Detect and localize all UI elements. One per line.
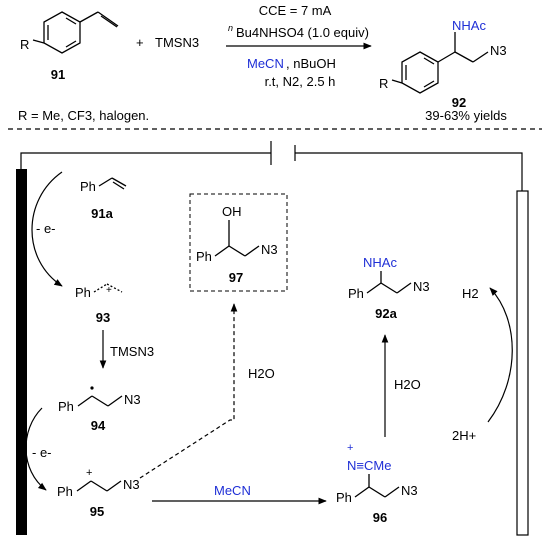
product-R: R <box>379 76 388 91</box>
arrow-oxidation-1 <box>31 171 63 287</box>
ph-94: Ph <box>58 399 74 414</box>
compound-91-structure <box>32 11 119 54</box>
arrow-reduction <box>487 287 513 423</box>
label-95: 95 <box>90 504 104 519</box>
compound-92-structure <box>391 32 489 94</box>
substituent-R: R <box>20 37 29 52</box>
h2o-right: H2O <box>394 377 421 392</box>
ph-91a: Ph <box>80 179 96 194</box>
compound-97: OH Ph N3 97 <box>196 204 278 285</box>
nitrilium-96: N≡CMe <box>347 458 391 473</box>
electrolysis-cell <box>16 141 529 536</box>
ph-97: Ph <box>196 249 212 264</box>
plus-sign: + <box>136 35 144 50</box>
oh-97: OH <box>222 204 242 219</box>
product-nhac: NHAc <box>452 18 486 33</box>
label-91: 91 <box>51 67 65 82</box>
compound-95: Ph + N3 95 <box>57 467 140 519</box>
condition-additive: Bu4NHSO4 (1.0 equiv) <box>236 25 369 40</box>
condition-cce: CCE = 7 mA <box>259 3 332 18</box>
compound-93: Ph + 93 <box>75 283 123 325</box>
label-91a: 91a <box>91 206 113 221</box>
label-93: 93 <box>96 310 110 325</box>
ph-93: Ph <box>75 285 91 300</box>
label-92: 92 <box>452 95 466 110</box>
label-92a: 92a <box>375 306 397 321</box>
tmsn3-reagent: TMSN3 <box>110 344 154 359</box>
box-97 <box>189 193 288 292</box>
radical-cation-93: + <box>106 285 112 296</box>
mecn-label: MeCN <box>214 483 251 498</box>
n3-96: N3 <box>401 483 418 498</box>
product-n3: N3 <box>490 43 507 58</box>
n3-92a: N3 <box>413 279 430 294</box>
ph-92a: Ph <box>348 286 364 301</box>
r-definition: R = Me, CF3, halogen. <box>18 108 149 123</box>
wire-right <box>295 152 523 191</box>
label-94: 94 <box>91 418 106 433</box>
minus-e-1: - e- <box>36 221 56 236</box>
arrow-oxidation-2 <box>25 407 47 491</box>
compound-94: Ph N3 94 <box>58 386 141 433</box>
cation-95: + <box>86 467 92 479</box>
anode <box>16 169 27 535</box>
reagent-tmsn3: TMSN3 <box>155 35 199 50</box>
yields: 39-63% yields <box>425 108 507 123</box>
arrow-water-attack <box>139 303 238 479</box>
compound-96: + N≡CMe Ph N3 96 <box>336 442 418 525</box>
nhac-92a: NHAc <box>363 255 397 270</box>
condition-temp: r.t, N2, 2.5 h <box>265 74 336 89</box>
solvent-buoh: , nBuOH <box>286 56 336 71</box>
compound-92a: NHAc Ph N3 92a <box>348 255 430 321</box>
h2-product: H2 <box>462 286 479 301</box>
cathode <box>516 190 529 536</box>
ph-96: Ph <box>336 490 352 505</box>
n3-97: N3 <box>261 242 278 257</box>
h2o-left: H2O <box>248 366 275 381</box>
n3-94: N3 <box>124 392 141 407</box>
ph-95: Ph <box>57 484 73 499</box>
n3-95: N3 <box>123 477 140 492</box>
cation-96: + <box>347 442 353 454</box>
wire-left <box>20 152 271 169</box>
compound-91a: Ph 91a <box>80 177 127 221</box>
label-97: 97 <box>229 270 243 285</box>
top-reaction: R 91 + TMSN3 CCE = 7 mA n Bu4NHSO4 (1.0 … <box>18 3 507 123</box>
solvent-mecn: MeCN <box>247 56 284 71</box>
minus-e-2: - e- <box>32 445 52 460</box>
condition-n-prefix: n <box>228 23 233 33</box>
label-96: 96 <box>373 510 387 525</box>
protons: 2H+ <box>452 428 476 443</box>
